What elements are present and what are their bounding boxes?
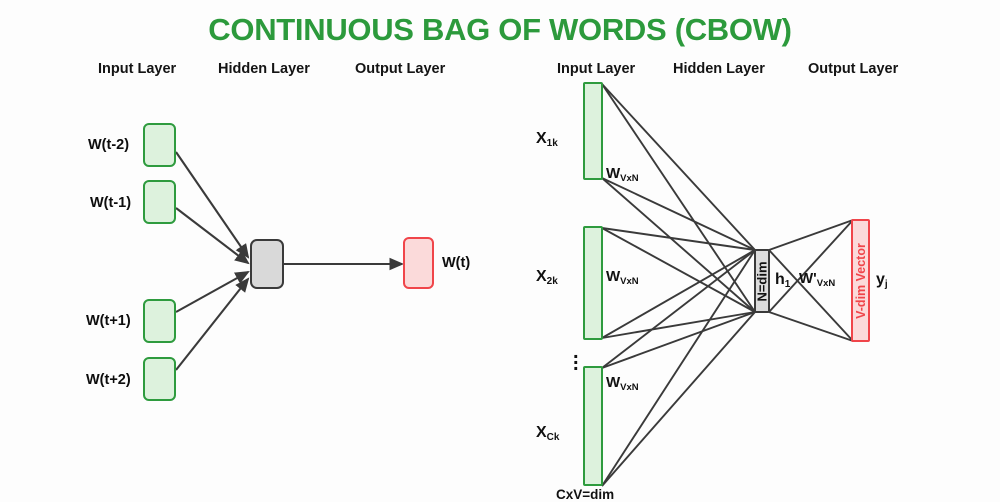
left-hidden-layer-label: Hidden Layer bbox=[218, 61, 310, 77]
input-dimension-label: CxV=dim bbox=[556, 487, 615, 502]
right-input-vector-2[interactable] bbox=[583, 226, 603, 340]
left-input-node-4-label: W(t+2) bbox=[86, 372, 131, 388]
left-hidden-node[interactable] bbox=[250, 239, 284, 289]
right-input-vector-1[interactable] bbox=[583, 82, 603, 180]
left-input-node-2-label: W(t-1) bbox=[90, 195, 132, 211]
left-output-layer-label: Output Layer bbox=[355, 61, 446, 77]
x1-symbol: X bbox=[536, 130, 547, 147]
right-weight-3-label: WVxN bbox=[606, 374, 639, 393]
right-output-weight-label: W'VxN bbox=[799, 270, 836, 289]
left-input-layer-label: Input Layer bbox=[98, 61, 177, 77]
y-symbol: y bbox=[876, 271, 885, 288]
x2-subscript: 2k bbox=[546, 276, 558, 287]
left-output-node-label: W(t) bbox=[442, 255, 471, 271]
x2-symbol: X bbox=[536, 268, 547, 285]
w1-subscript: VxN bbox=[620, 173, 639, 184]
w2-subscript: VxN bbox=[620, 276, 639, 287]
right-input-layer-label: Input Layer bbox=[557, 61, 636, 77]
right-input-vector-3[interactable] bbox=[583, 366, 603, 486]
hidden-activation-label: h1 bbox=[775, 271, 791, 290]
right-weight-1-label: WVxN bbox=[606, 165, 639, 184]
w-prime-subscript: VxN bbox=[816, 278, 836, 289]
left-input-node-2[interactable] bbox=[143, 180, 176, 224]
left-input-node-4[interactable] bbox=[143, 357, 176, 401]
h-subscript: 1 bbox=[784, 279, 791, 290]
y-subscript: j bbox=[884, 279, 888, 290]
w1-symbol: W bbox=[606, 165, 621, 182]
w2-symbol: W bbox=[606, 268, 621, 285]
left-input-node-1-label: W(t-2) bbox=[88, 137, 130, 153]
output-activation-label: yj bbox=[876, 271, 888, 290]
x1-subscript: 1k bbox=[546, 138, 558, 149]
page-title: CONTINUOUS BAG OF WORDS (CBOW) bbox=[208, 12, 792, 47]
right-weight-2-label: WVxN bbox=[606, 268, 639, 287]
left-input-node-3[interactable] bbox=[143, 299, 176, 343]
right-output-vector[interactable] bbox=[851, 219, 870, 342]
right-hidden-vector[interactable] bbox=[754, 249, 770, 313]
w3-subscript: VxN bbox=[620, 382, 639, 393]
right-hidden-layer-label: Hidden Layer bbox=[673, 61, 765, 77]
left-input-node-3-label: W(t+1) bbox=[86, 313, 131, 329]
right-input-vector-2-label: X2k bbox=[536, 268, 558, 287]
right-output-layer-label: Output Layer bbox=[808, 61, 899, 77]
w-prime-symbol: W' bbox=[799, 270, 817, 287]
xc-subscript: Ck bbox=[546, 432, 560, 443]
output-vector-label: V-dim Vector bbox=[854, 243, 868, 319]
input-vector-ellipsis: ... bbox=[573, 341, 579, 375]
hidden-dimension-label: N=dim bbox=[754, 261, 770, 302]
w3-symbol: W bbox=[606, 374, 621, 391]
left-input-node-1[interactable] bbox=[143, 123, 176, 167]
h-symbol: h bbox=[775, 271, 785, 288]
right-input-vector-1-label: X1k bbox=[536, 130, 558, 149]
right-input-vector-3-label: XCk bbox=[536, 424, 560, 443]
xc-symbol: X bbox=[536, 424, 547, 441]
left-output-node[interactable] bbox=[403, 237, 434, 289]
